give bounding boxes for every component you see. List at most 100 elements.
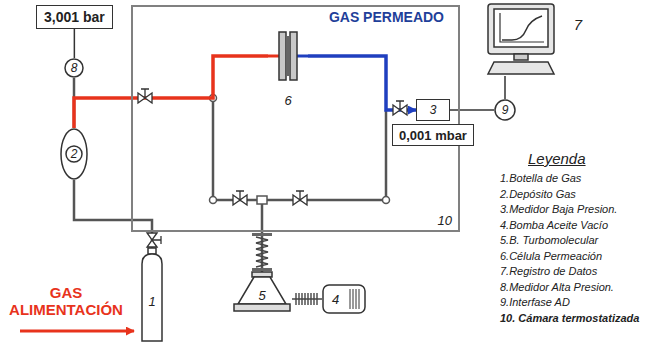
valve-symbol — [147, 233, 161, 247]
outline — [61, 129, 87, 179]
outline — [65, 59, 83, 77]
plot-axes — [500, 13, 544, 42]
screen — [494, 9, 548, 47]
line-connector — [74, 29, 76, 58]
legend-row: 7.Registro de Datos — [500, 265, 597, 277]
legend-item: 7.Registro de Datos — [500, 265, 597, 277]
node-outline — [486, 2, 586, 76]
node-outline — [322, 284, 366, 314]
outline — [495, 100, 515, 120]
legend-row: 9.Interfase AD — [500, 296, 570, 308]
hose-coil — [310, 293, 311, 305]
legend-row: 2.Depósito Gas — [500, 188, 576, 200]
callout-number: 8 — [71, 61, 78, 75]
pump-body — [323, 285, 365, 313]
pipe-elbow — [210, 197, 217, 204]
ad-interface: 9 — [494, 99, 516, 121]
cell-flange — [290, 32, 297, 80]
feed-label: GAS ALIMENTACIÓN — [4, 284, 128, 318]
valve-stem — [141, 89, 149, 98]
monitor-stand — [514, 54, 528, 60]
data-logger: 7 — [486, 2, 586, 76]
callout-number: 9 — [502, 103, 509, 117]
legend-item: 5.B. Turbomolecular — [500, 234, 598, 246]
pump-body — [238, 277, 286, 304]
low-pressure-gauge: 3 — [416, 99, 450, 121]
pressure-readout: 0,001 mbar — [392, 124, 474, 146]
bottle-neck — [148, 248, 156, 254]
high-pressure-gauge: 8 — [64, 58, 84, 78]
legend-item: 3.Medidor Baja Presion. — [500, 203, 617, 215]
region-title: GAS PERMEADO — [329, 7, 458, 25]
pressure-readout: 3,001 bar — [36, 5, 113, 29]
cooling-fin — [350, 289, 351, 309]
valve-symbol — [293, 191, 307, 205]
callout-ring — [66, 146, 82, 162]
legend-item: 1.Botella de Gas — [500, 172, 581, 184]
valve-stem — [396, 101, 404, 110]
hose-coil — [295, 293, 296, 305]
bellows-flange — [252, 233, 272, 236]
legend-title: Leyenda — [528, 150, 586, 167]
legend-item: 9.Interfase AD — [500, 296, 570, 308]
line-connector — [450, 109, 494, 111]
hose-coil — [301, 293, 302, 305]
legend-row: 8.Medidor Alta Presion. — [500, 281, 614, 293]
pipe-elbow — [383, 197, 390, 204]
bellows-flange — [252, 268, 272, 271]
cooling-fin — [353, 289, 354, 309]
valve-stem — [236, 191, 244, 200]
turbomolecular-pump: 5 — [232, 272, 292, 312]
legend-item: 8.Medidor Alta Presion. — [500, 281, 614, 293]
hose-coil — [298, 293, 299, 305]
membrane — [287, 36, 289, 76]
oil-vacuum-pump: 4 — [322, 284, 366, 314]
pump-base — [234, 304, 290, 311]
pipe-connector — [74, 180, 152, 248]
pipe-tee — [257, 196, 267, 204]
hose-coil — [307, 293, 308, 305]
legend-title-holder: Leyenda — [528, 150, 586, 168]
legend-item: 10. Cámara termostatizada — [500, 312, 639, 324]
callout-number: 1 — [148, 282, 155, 309]
permeation-cell: 6 — [268, 32, 308, 108]
legend-item: 6.Célula Permeación — [500, 250, 602, 262]
valve-symbol — [233, 191, 247, 205]
legend-row: 10. Cámara termostatizada — [500, 312, 639, 324]
valve-stem — [152, 236, 161, 244]
plot-curve — [502, 16, 542, 40]
feed-arrow — [20, 330, 134, 333]
cell-flange — [279, 32, 286, 80]
keyboard — [488, 62, 554, 74]
permeate-stub — [297, 55, 308, 58]
callout-number: 6 — [284, 93, 291, 108]
bottle-body — [142, 254, 162, 341]
gas-reservoir: 2 — [60, 128, 88, 180]
line-connector — [504, 76, 506, 99]
callout-number: 2 — [71, 147, 78, 161]
hose-coil — [304, 293, 305, 305]
gas-bottle: 1 — [140, 248, 164, 342]
legend-row: 4.Bomba Aceite Vacío — [500, 219, 608, 231]
pressure-value: 0,001 mbar — [399, 128, 467, 143]
callout-number: 7 — [574, 16, 582, 33]
hose-coil — [313, 293, 314, 305]
pipe — [213, 98, 386, 232]
thermostatic-chamber: GAS PERMEADO 10 6 3 — [131, 5, 460, 232]
callout-number: 10 — [438, 213, 458, 230]
valve-stem — [296, 191, 304, 200]
callout-number: 5 — [258, 282, 265, 303]
feed-label-holder: GAS ALIMENTACIÓN — [4, 284, 128, 318]
legend-row: 1.Botella de Gas — [500, 172, 581, 184]
feed-stub — [268, 55, 279, 58]
valve-symbol — [138, 89, 152, 103]
cooling-fin — [359, 289, 360, 309]
line-connector — [74, 56, 268, 128]
cooling-fin — [356, 289, 357, 309]
valve-symbol — [393, 101, 407, 115]
legend-row: 3.Medidor Baja Presion. — [500, 203, 617, 215]
callout-number: 3 — [430, 103, 437, 117]
hose-coil — [316, 293, 317, 305]
pressure-value: 3,001 bar — [44, 9, 105, 25]
